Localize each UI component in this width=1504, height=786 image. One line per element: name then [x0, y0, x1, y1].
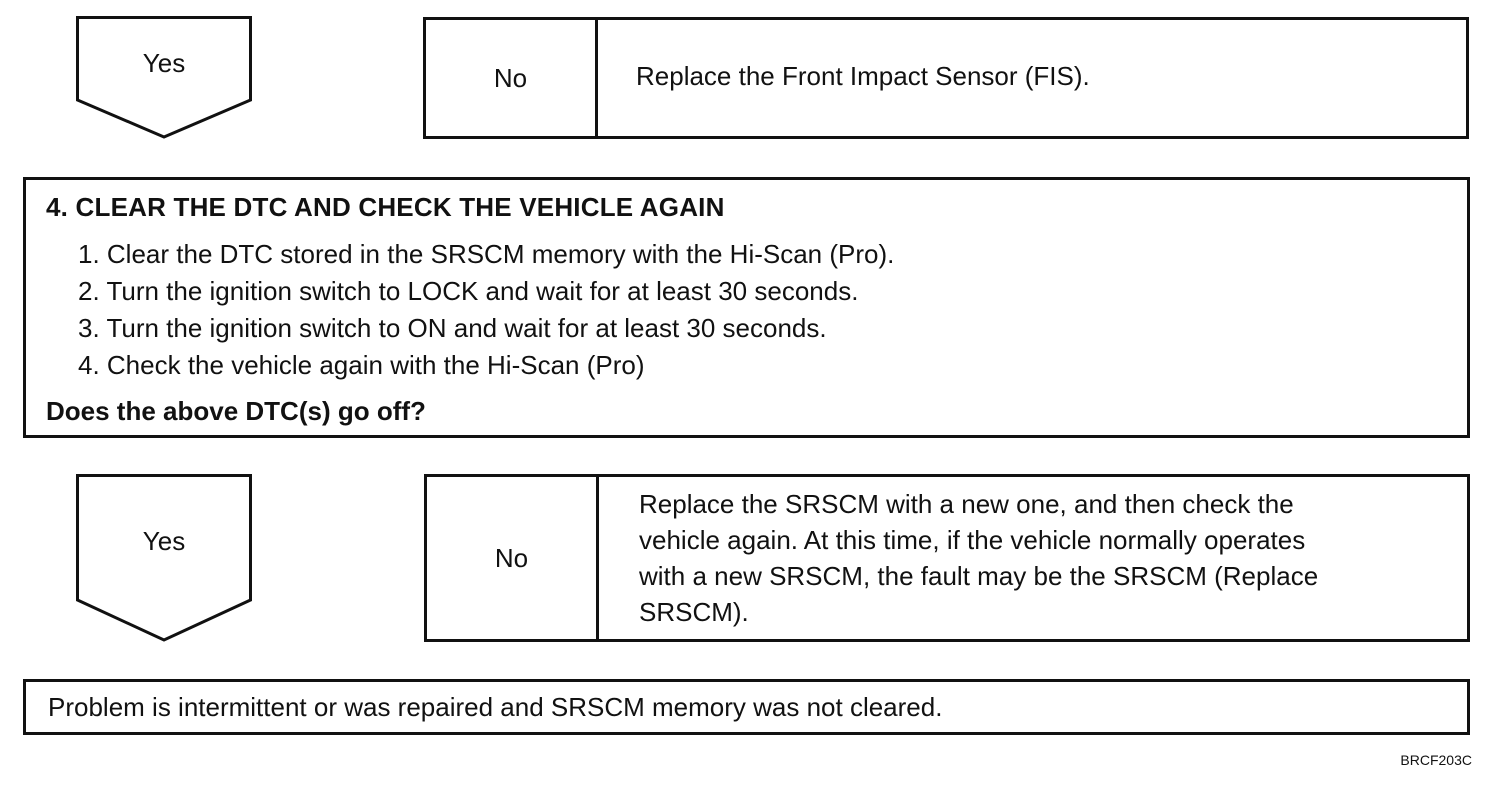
yes-label: Yes	[142, 48, 186, 78]
result-box: Problem is intermittent or was repaired …	[23, 679, 1470, 735]
action-line: Replace the SRSCM with a new one, and th…	[639, 489, 1294, 519]
yes-arrow-1: Yes	[76, 16, 252, 140]
no-branch-box-2: No Replace the SRSCM with a new one, and…	[424, 474, 1470, 642]
instruction-item: 3. Turn the ignition switch to ON and wa…	[78, 313, 827, 343]
action-line: with a new SRSCM, the fault may be the S…	[639, 561, 1319, 591]
instruction-item: 2. Turn the ignition switch to LOCK and …	[78, 276, 859, 306]
figure-code: BRCF203C	[1400, 752, 1472, 768]
result-text: Problem is intermittent or was repaired …	[48, 691, 943, 722]
yes-arrow-shape	[76, 16, 252, 139]
no-label: No	[427, 477, 599, 639]
step-title: 4. CLEAR THE DTC AND CHECK THE VEHICLE A…	[46, 192, 725, 222]
action-paragraph: Replace the SRSCM with a new one, and th…	[639, 486, 1318, 630]
step-4-box: 4. CLEAR THE DTC AND CHECK THE VEHICLE A…	[23, 177, 1470, 438]
yes-arrow-shape	[76, 474, 252, 642]
no-branch-box-1: No Replace the Front Impact Sensor (FIS)…	[423, 17, 1469, 139]
action-text: Replace the SRSCM with a new one, and th…	[599, 477, 1467, 639]
instruction-item: 4. Check the vehicle again with the Hi-S…	[78, 350, 645, 380]
yes-label: Yes	[142, 526, 186, 556]
step-question: Does the above DTC(s) go off?	[46, 396, 426, 426]
action-line: vehicle again. At this time, if the vehi…	[639, 525, 1306, 555]
yes-arrow-2: Yes	[76, 474, 252, 642]
action-line: SRSCM).	[639, 597, 749, 627]
action-text: Replace the Front Impact Sensor (FIS).	[636, 61, 1090, 91]
step-instructions: 1. Clear the DTC stored in the SRSCM mem…	[78, 236, 894, 384]
no-label: No	[426, 20, 598, 136]
instruction-item: 1. Clear the DTC stored in the SRSCM mem…	[78, 239, 895, 269]
